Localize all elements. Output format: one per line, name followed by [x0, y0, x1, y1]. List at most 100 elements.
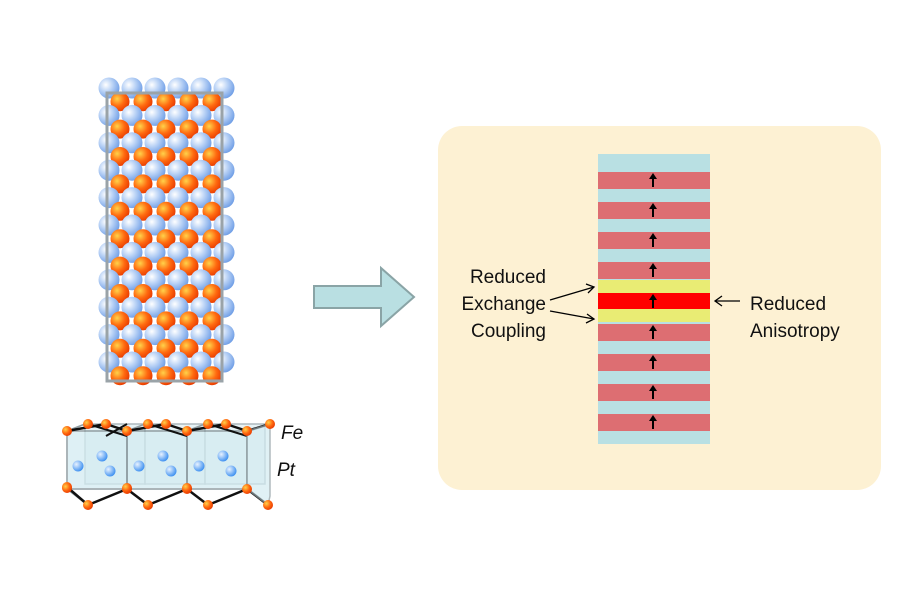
fe-atom — [202, 92, 222, 112]
anisotropy-pointer-arrow — [713, 295, 740, 307]
pt-atom — [167, 324, 189, 346]
pt-atom — [193, 460, 205, 472]
fe-atom — [156, 311, 176, 331]
fe-atom — [133, 338, 153, 358]
fe-atom — [156, 119, 176, 139]
fe-atom — [156, 92, 176, 112]
pt-atom — [121, 269, 143, 291]
fe-atom — [156, 201, 176, 221]
pt-atom — [213, 214, 235, 236]
cell-front-face — [186, 430, 248, 490]
pt-atom — [213, 269, 235, 291]
pt-atom — [104, 465, 116, 477]
pt-atom — [98, 132, 120, 154]
fe-atom — [62, 426, 72, 436]
pt-atom — [213, 187, 235, 209]
pt-atom — [144, 324, 166, 346]
pt-atom — [190, 269, 212, 291]
pt-atom — [121, 351, 143, 373]
fe-atom — [110, 311, 130, 331]
fe-atom — [265, 419, 275, 429]
fe-bond — [87, 487, 128, 507]
pt-atom — [167, 187, 189, 209]
pt-atom — [190, 241, 212, 263]
fe-bond — [207, 423, 248, 437]
pt-atom — [144, 351, 166, 373]
fe-atom — [263, 500, 273, 510]
up-arrow-icon — [649, 294, 657, 300]
fe-atom — [156, 147, 176, 166]
pt-atom — [225, 465, 237, 477]
pt-atom — [98, 296, 120, 318]
fe-atom — [179, 174, 199, 194]
fe-atom — [203, 500, 213, 510]
cell-front-face — [126, 430, 188, 490]
pt-atom — [121, 104, 143, 126]
fe-atom — [202, 229, 222, 249]
pt-atom — [121, 187, 143, 209]
pt-atom — [190, 187, 212, 209]
pt-atom — [98, 187, 120, 209]
pt-atom — [144, 104, 166, 126]
pt-atom — [167, 269, 189, 291]
fept-crystal-lattice — [98, 77, 235, 386]
fe-atom — [242, 426, 252, 436]
up-arrow-icon — [649, 173, 657, 179]
pt-atom — [213, 324, 235, 346]
pt-atom — [167, 241, 189, 263]
fe-atom — [133, 256, 153, 276]
fe-atom — [202, 147, 222, 166]
fe-label: Fe — [281, 423, 304, 444]
pt-atom — [157, 450, 169, 462]
pt-atom — [144, 132, 166, 154]
fe-bond — [105, 423, 128, 437]
pt-atom — [144, 159, 166, 181]
fe-atom — [110, 229, 130, 249]
pt-atom — [121, 214, 143, 236]
fe-atom — [83, 419, 93, 429]
pt-atom — [190, 351, 212, 373]
fe-atom — [133, 311, 153, 331]
fe-atom — [156, 256, 176, 276]
fe-atom — [133, 229, 153, 249]
pt-atom — [213, 132, 235, 154]
right-arrow-icon — [313, 265, 416, 329]
pt-atom — [96, 450, 108, 462]
fe-bond — [207, 487, 248, 507]
reduced-exchange-coupling-label: Reduced Exchange Coupling — [461, 264, 546, 345]
pt-atom — [167, 159, 189, 181]
up-arrow-icon — [649, 233, 657, 239]
fe-atom — [202, 119, 222, 139]
fept-unit-cells — [62, 419, 275, 510]
multilayer-stack — [598, 154, 710, 444]
reduced-anisotropy-label: Reduced Anisotropy — [750, 291, 840, 345]
fe-atom — [221, 419, 231, 429]
fe-atom — [156, 284, 176, 303]
fe-atom — [182, 426, 192, 436]
fe-atom — [133, 92, 153, 112]
fe-bond — [87, 423, 128, 437]
pt-atom — [167, 104, 189, 126]
fe-atom — [179, 284, 199, 303]
fe-atom — [179, 119, 199, 139]
pt-atom — [213, 296, 235, 318]
fe-atom — [110, 201, 130, 221]
fe-atom — [179, 311, 199, 331]
pt-atom — [165, 465, 177, 477]
pt-atom — [167, 296, 189, 318]
fe-bond — [147, 487, 188, 507]
pt-atom — [98, 351, 120, 373]
fe-atom — [179, 92, 199, 112]
reduced-exchange-line-2: Exchange — [461, 294, 546, 315]
fe-atom — [133, 201, 153, 221]
reduced-exchange-line-3: Coupling — [471, 321, 546, 342]
pt-atom — [213, 241, 235, 263]
fe-atom — [110, 92, 130, 112]
pt-label: Pt — [277, 460, 295, 481]
fe-atom — [122, 426, 132, 436]
up-arrow-icon — [649, 263, 657, 269]
up-arrow-icon — [649, 355, 657, 361]
pt-atom — [190, 132, 212, 154]
fe-atom — [202, 338, 222, 358]
